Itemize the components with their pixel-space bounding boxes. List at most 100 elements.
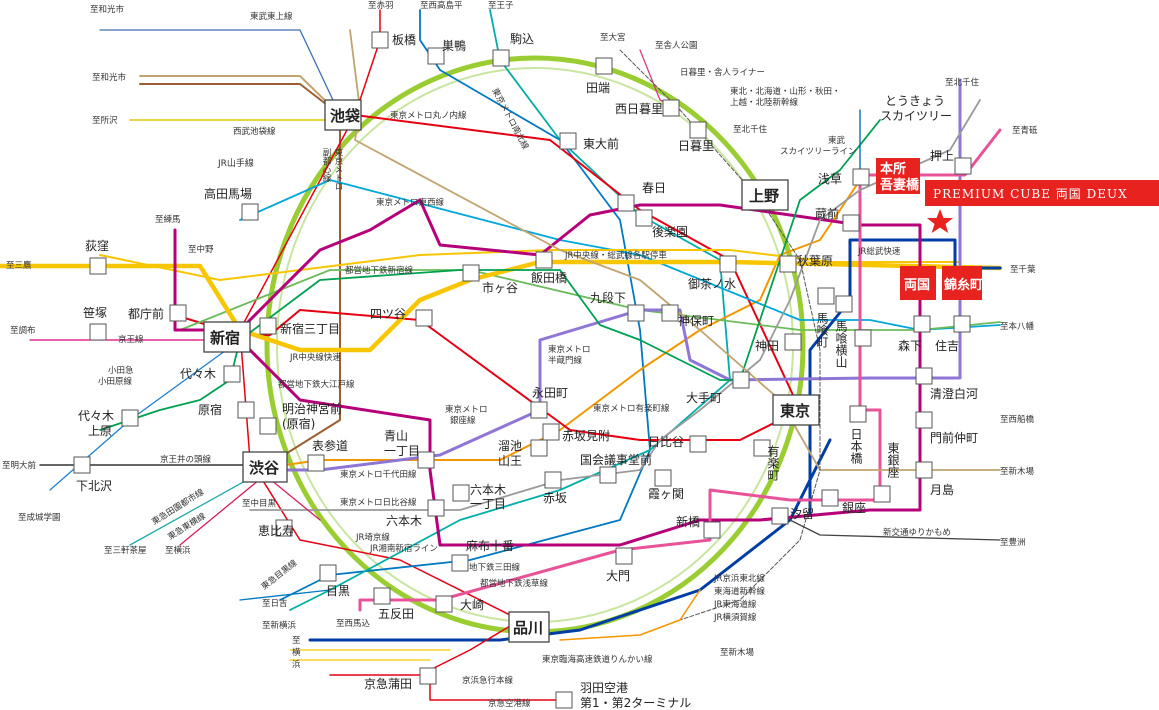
marker-higashi-ginza — [873, 485, 891, 503]
dest-meidaimae: 至明大前 — [2, 460, 37, 471]
st-azabu-juban: 麻布十番 — [466, 538, 514, 553]
st-otemachi: 大手町 — [686, 391, 722, 405]
marker-nagatacho — [530, 401, 548, 419]
label-tohoku-shinkansen-b: 上越・北陸新幹線 — [730, 97, 799, 108]
marker-sugamo — [427, 47, 445, 65]
label-seibu-ikebukuro: 西武池袋線 — [233, 126, 276, 137]
st-hibiya: 日比谷 — [648, 435, 684, 449]
label-meguro-line: 東急目黒線 — [259, 557, 300, 592]
st-kudanshita: 九段下 — [590, 290, 626, 305]
st-shiodome: 汐留 — [790, 506, 814, 521]
st-tameike-sanno-b: 山王 — [498, 454, 522, 468]
marker-nishinippori — [662, 99, 680, 117]
dest-hiyoshi: 至日吉 — [262, 599, 288, 609]
hub-shinjuku-box — [203, 321, 251, 353]
marker-otemachi — [732, 371, 750, 389]
st-ogikubo: 荻窪 — [85, 238, 109, 253]
label-inokashira: 京王井の頭線 — [160, 454, 212, 465]
st-shimbashi: 新橋 — [676, 514, 700, 529]
asakusa-line — [358, 128, 1002, 612]
label-saikyo-b: JR湘南新宿ライン — [369, 543, 438, 554]
st-meiji-jingumae-a: 明治神宮前 — [282, 401, 342, 416]
st-tokyo-skytree-a: とうきょう — [885, 94, 945, 108]
marker-daimon — [615, 547, 633, 565]
label-marunouchi: 東京メトロ丸ノ内線 — [390, 110, 467, 121]
st-tabata: 田端 — [586, 81, 610, 95]
label-yurakucho: 東京メトロ有楽町線 — [593, 403, 670, 414]
star-icon — [927, 209, 953, 233]
label-chuo-rapid: JR中央線快速 — [289, 352, 341, 363]
st-bakurocho: 馬喰町 — [815, 312, 829, 348]
kinshicho-label: 錦糸町 — [944, 277, 983, 293]
st-tameike-sanno-a: 溜池 — [498, 438, 522, 453]
label-mita: 都営地下鉄三田線 — [452, 562, 521, 573]
st-bakuro-yokoyama: 馬喰横山 — [834, 320, 848, 368]
st-ginza: 銀座 — [842, 500, 866, 515]
marker-akihabara — [779, 255, 797, 273]
st-omotesando: 表参道 — [312, 438, 348, 453]
marker-hibiya — [689, 435, 707, 453]
label-tokaido-shinkansen: 東海道新幹線 — [714, 586, 766, 597]
marker-shimbashi — [703, 521, 721, 539]
label-tohoku-shinkansen-a: 東北・北海道・山形・秋田・ — [730, 86, 841, 97]
marker-yoyogi — [223, 365, 241, 383]
st-roppongi-itchome-a: 六本木 — [470, 483, 506, 497]
yurikamome-line — [789, 519, 1001, 541]
label-fukutoshin-a: 東京メトロ — [333, 147, 343, 190]
st-ebisu: 恵比寿 — [258, 524, 294, 538]
marker-shimokitazawa — [73, 456, 91, 474]
st-akihabara: 秋葉原 — [797, 254, 833, 268]
hub-ueno-box — [741, 179, 789, 211]
oedo-line — [173, 198, 922, 547]
st-yoyogi-uehara-b: 上原 — [88, 424, 112, 438]
label-skytree-b: スカイツリーライン — [780, 147, 857, 157]
st-aoyama-itchome-a: 青山 — [384, 429, 408, 443]
marker-tabata — [595, 57, 613, 75]
st-monzen-nakacho: 門前仲町 — [930, 430, 978, 445]
label-tobu-tojo: 東武東上線 — [250, 11, 293, 22]
st-tokyo-skytree-b: スカイツリー — [880, 109, 952, 123]
label-nippori-toneri: 日暮里・舎人ライナー — [680, 67, 765, 78]
dest-toyosu: 至豊洲 — [1000, 537, 1026, 548]
property-name: PREMIUM CUBE 両国 DEUX — [933, 187, 1128, 201]
line-name-labels: 東武東上線 西武池袋線 JR山手線 東京メトロ丸ノ内線 東京メトロ南北線 東京メ… — [98, 11, 951, 709]
label-keio: 京王線 — [118, 334, 144, 345]
st-haneda-a: 羽田空港 — [580, 681, 628, 695]
label-hanzomon-b: 半蔵門線 — [548, 355, 583, 366]
st-akasaka: 赤坂 — [543, 491, 567, 505]
marker-azabu-juban — [451, 554, 469, 572]
st-kasuga: 春日 — [642, 181, 666, 195]
marker-nihombashi — [849, 405, 867, 423]
dest-yokohama-2-a: 至 — [292, 636, 301, 646]
dest-nishitakashimadaira: 至西高島平 — [420, 0, 463, 11]
hub-tokyo: 東京 — [780, 402, 810, 420]
label-ginza-b: 銀座線 — [450, 415, 476, 426]
st-asakusa: 浅草 — [818, 172, 842, 186]
marker-ochanomizu — [719, 255, 737, 273]
st-kiyosumi-shirakawa: 清澄白河 — [930, 386, 978, 401]
rail-lines — [0, 9, 1003, 701]
dest-yokohama-2-b: 横 — [292, 647, 301, 658]
marker-kasumigaseki — [654, 469, 672, 487]
highlight-area: 本所 吾妻橋 両国 錦糸町 PREMIUM CUBE 両国 DEUX — [876, 158, 1159, 300]
st-sasazuka: 笹塚 — [83, 306, 107, 320]
marker-tameike-sanno — [530, 439, 548, 457]
st-nippori: 日暮里 — [678, 139, 714, 153]
southwest-bundle — [289, 649, 451, 661]
dest-akabane: 至赤羽 — [368, 1, 394, 11]
label-hibiya: 東京メトロ日比谷線 — [340, 497, 417, 508]
st-akasaka-mitsuke: 赤坂見附 — [562, 429, 610, 443]
dest-nishifunabashi: 至西船橋 — [1000, 414, 1035, 425]
st-aoyama-itchome-b: 一丁目 — [384, 444, 420, 458]
st-iidabashi: 飯田橋 — [531, 270, 567, 285]
marker-takadanobaba — [241, 203, 259, 221]
meguro-line — [239, 589, 331, 601]
marker-morishita — [913, 315, 931, 333]
dest-nakano: 至中野 — [188, 244, 214, 255]
st-roppongi: 六本木 — [386, 514, 422, 528]
st-daimon: 大門 — [606, 569, 630, 583]
st-osaki: 大崎 — [460, 598, 484, 612]
tobu-tojo-line — [99, 29, 341, 116]
marker-yurakucho — [753, 439, 771, 457]
